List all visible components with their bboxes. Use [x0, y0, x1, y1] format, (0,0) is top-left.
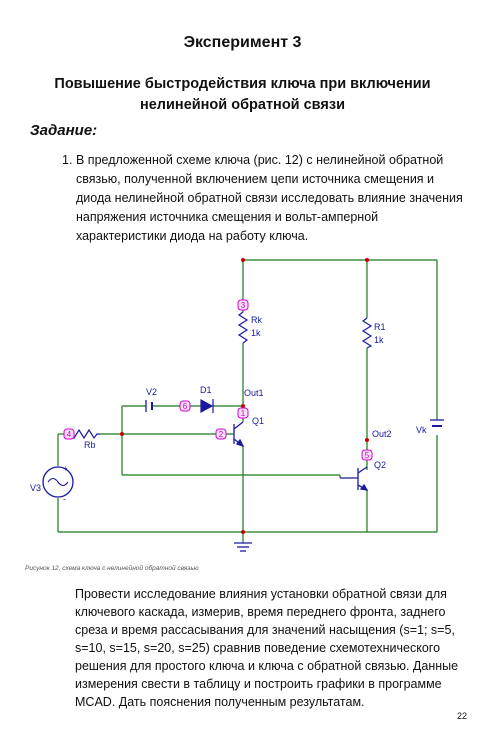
v2-battery: [145, 400, 153, 412]
rk-resistor: [237, 311, 249, 344]
svg-text:1: 1: [241, 409, 246, 418]
q2-label: Q2: [374, 460, 386, 470]
v3-source: [42, 466, 74, 498]
v2-label: V2: [146, 387, 157, 397]
task-item-number: 1.: [62, 153, 73, 167]
v3-minus-sign: -: [63, 494, 66, 504]
junction-dots: [120, 258, 369, 534]
subtitle-line-1: Повышение быстродействия ключа при включ…: [54, 76, 431, 92]
node-2: 2: [215, 428, 227, 440]
section-subtitle: Повышение быстродействия ключа при включ…: [40, 74, 445, 116]
vk-label: Vk: [416, 425, 427, 435]
rk-label: Rk: [251, 315, 262, 325]
page-title: Эксперимент 3: [183, 34, 302, 51]
task-list-item: 1. В предложенной схеме ключа (рис. 12) …: [62, 151, 467, 246]
v3-label: V3: [30, 483, 41, 493]
node-1: 1: [237, 407, 249, 419]
task-heading: Задание:: [30, 122, 98, 139]
rk-value: 1k: [251, 328, 261, 338]
q1-transistor: [233, 421, 245, 448]
out1-label: Out1: [244, 388, 264, 398]
svg-text:2: 2: [219, 430, 224, 439]
q2-transistor: [340, 466, 369, 491]
d1-diode: [200, 398, 214, 414]
out2-label: Out2: [372, 429, 392, 439]
figure-caption: Рисунок 12, схема ключа с нелинейной обр…: [25, 565, 199, 572]
node-5: 5: [361, 449, 373, 461]
node-6: 6: [179, 400, 191, 412]
svg-text:5: 5: [365, 451, 370, 460]
circuit-diagram: Rk 1k R1 1k Rb V2 D1 Out1 Out2 Q1 Q2: [30, 258, 444, 552]
vk-battery: [430, 419, 444, 427]
ground-icon: [234, 542, 252, 552]
svg-text:6: 6: [183, 402, 188, 411]
rb-label: Rb: [84, 440, 96, 450]
page-number: 22: [456, 711, 467, 721]
instructions-paragraph: Провести исследование влияния установки …: [75, 587, 459, 709]
node-4: 4: [63, 428, 75, 440]
svg-text:3: 3: [241, 301, 246, 310]
task-item-text: В предложенной схеме ключа (рис. 12) с н…: [76, 153, 463, 243]
q1-label: Q1: [252, 416, 264, 426]
r1-resistor: [361, 317, 373, 349]
svg-text:4: 4: [67, 430, 72, 439]
d1-label: D1: [200, 385, 212, 395]
v3-plus-sign: +: [63, 464, 68, 473]
node-3: 3: [237, 299, 249, 311]
r1-label: R1: [374, 322, 386, 332]
subtitle-line-2: нелинейной обратной связи: [139, 97, 345, 113]
r1-value: 1k: [374, 335, 384, 345]
